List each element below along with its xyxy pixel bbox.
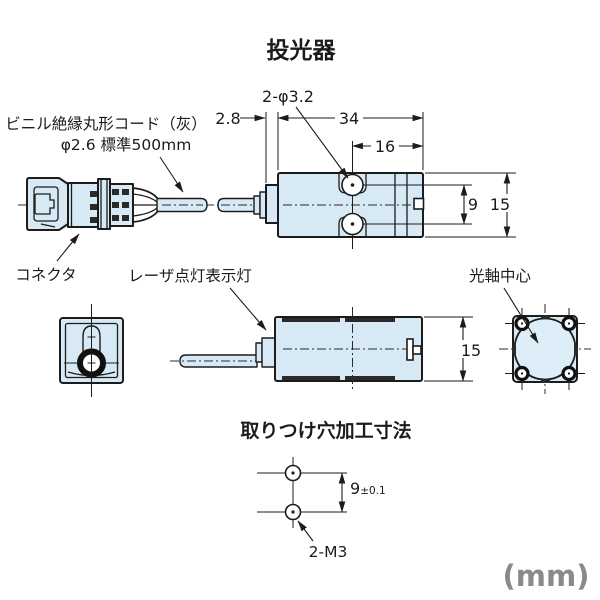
cable-spec-line2: φ2.6 標準500mm: [61, 136, 192, 154]
dim-flange-offset: 2.8: [215, 109, 240, 128]
body-flange: [265, 184, 279, 224]
dim-hole-to-end: 16: [375, 137, 395, 156]
optical-axis-label: 光軸中心: [469, 267, 531, 285]
mounting-hole-diagram: 取りつけ穴加工寸法 9±0.1 2-M3: [240, 419, 411, 561]
top-view: 2.8 34 16 2-φ3.2 9 15 ビニル絶縁丸形コード（灰） φ2.6…: [5, 87, 516, 284]
laser-indicator-leader: [229, 287, 267, 331]
cable-spec-line1: ビニル絶縁丸形コード（灰）: [5, 115, 207, 133]
hole-callout-leader: [295, 106, 349, 179]
cable-spec-leader: [159, 156, 184, 193]
optical-axis-leader: [503, 287, 539, 344]
hole-callout-label: 2-φ3.2: [262, 87, 314, 106]
mount-thread-leader: [297, 520, 314, 542]
unit-label: (mm): [503, 559, 590, 593]
wire-bundle: [132, 187, 159, 223]
dim-mount-pitch: 9±0.1: [350, 479, 386, 498]
dimensions-top-view: 2.8 34 16 2-φ3.2 9 15: [215, 87, 516, 238]
corner-screws: [505, 308, 585, 390]
laser-indicator-label: レーザ点灯表示灯: [128, 267, 252, 285]
rear-clip-side: [406, 338, 414, 361]
emitter-body-top: [277, 141, 425, 249]
cable-side: [179, 354, 258, 368]
mounting-section-title: 取りつけ穴加工寸法: [240, 419, 411, 442]
dim-body-length: 34: [339, 109, 359, 128]
dim-hole-pitch: 9: [468, 195, 478, 214]
side-view: 15 レーザ点灯表示灯: [128, 267, 484, 391]
connector-front-view: [59, 304, 124, 397]
dim-body-height: 15: [461, 341, 481, 360]
mount-thread-label: 2-M3: [309, 543, 348, 561]
page-title: 投光器: [267, 38, 337, 64]
cable-boss-step: [253, 195, 261, 215]
dim-body-width: 15: [490, 195, 510, 214]
connector-label: コネクタ: [15, 266, 76, 284]
connector-side-view: [26, 177, 134, 231]
connector-leader: [56, 233, 80, 262]
emitter-body-side: [274, 316, 423, 382]
lens-front-view: 光軸中心: [469, 267, 591, 394]
rear-notch: [413, 197, 425, 210]
cable: [156, 197, 259, 213]
